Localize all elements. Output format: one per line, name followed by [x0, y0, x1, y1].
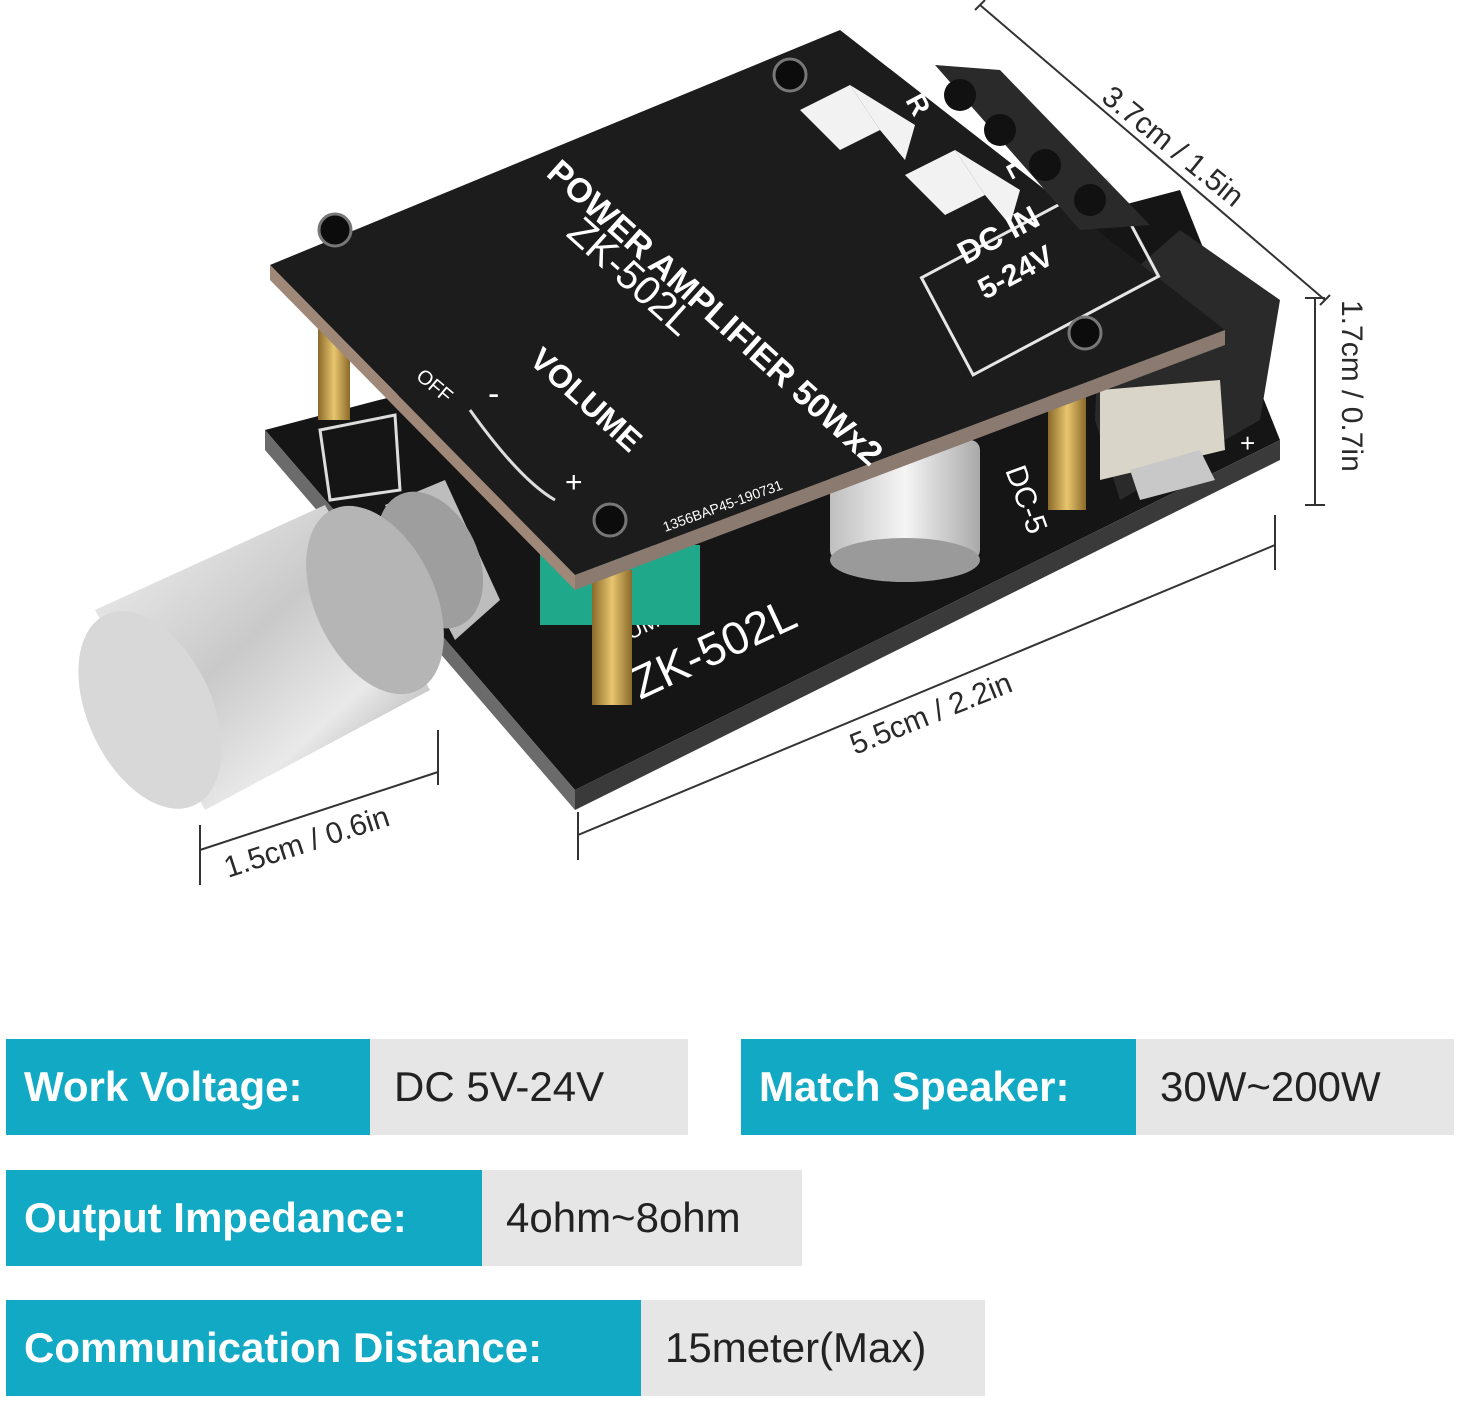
depth-dimension-line	[979, 4, 1326, 301]
spec-value-communication-distance: 15meter(Max)	[641, 1300, 985, 1396]
dimension-knob-label: 1.5cm / 0.6in	[220, 800, 394, 884]
product-illustration: 3.7cm / 1.5in 1.7cm / 0.7in 5.5cm / 2.2i…	[49, 0, 1368, 885]
spec-value-output-impedance: 4ohm~8ohm	[482, 1170, 802, 1266]
board-plus-label: +	[565, 466, 583, 499]
lower-board-plus: +	[1240, 428, 1255, 458]
speaker-terminal-block	[935, 65, 1150, 230]
spec-label-communication-distance: Communication Distance:	[6, 1300, 641, 1396]
dc-in-box	[919, 177, 1161, 377]
spec-row-output-impedance: Output Impedance: 4ohm~8ohm	[6, 1170, 802, 1266]
spec-value-match-speaker: 30W~200W	[1136, 1039, 1454, 1135]
knob-dimension-line	[199, 771, 439, 851]
spec-label-work-voltage: Work Voltage:	[6, 1039, 370, 1135]
spec-row-work-voltage: Work Voltage: DC 5V-24V	[6, 1039, 688, 1135]
spec-row-communication-distance: Communication Distance: 15meter(Max)	[6, 1300, 985, 1396]
top-circuit-board: POWER AMPLIFIER 50Wx2 ZK-502L VOLUME OFF…	[270, 30, 1225, 590]
spec-label-output-impedance: Output Impedance:	[6, 1170, 482, 1266]
board-minus-label: -	[488, 375, 499, 413]
speaker-logo-icon	[800, 85, 1020, 225]
spec-row-match-speaker: Match Speaker: 30W~200W	[741, 1039, 1454, 1135]
board-screws	[317, 57, 1103, 538]
spec-value-work-voltage: DC 5V-24V	[370, 1039, 688, 1135]
brass-standoffs	[318, 310, 1086, 705]
dimension-lines	[199, 0, 1331, 885]
volume-knob[interactable]	[49, 474, 503, 831]
volume-arrow-icon	[468, 409, 556, 502]
length-dimension-line	[577, 544, 1276, 836]
dimension-height-label: 1.7cm / 0.7in	[1335, 300, 1368, 472]
spec-label-match-speaker: Match Speaker:	[741, 1039, 1136, 1135]
